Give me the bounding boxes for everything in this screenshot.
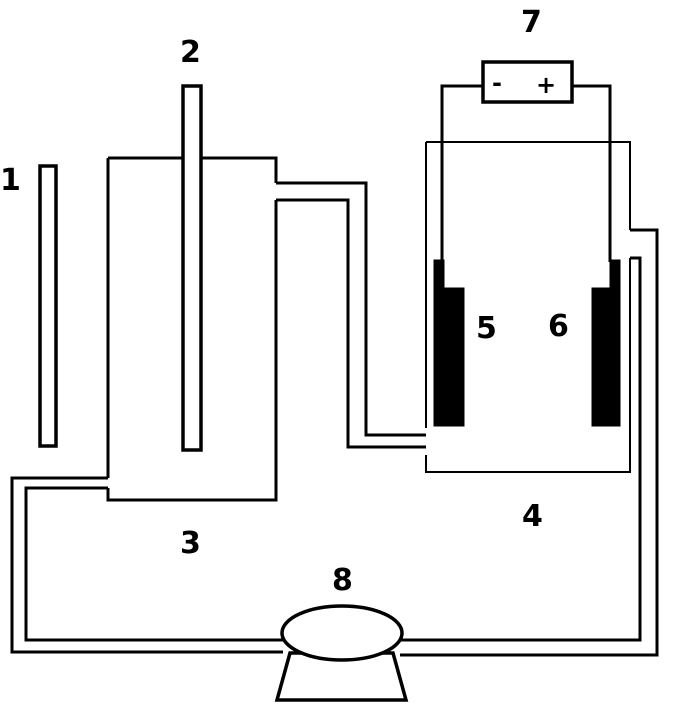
power-wires [440, 84, 612, 262]
rod-2 [181, 84, 203, 452]
return-pipe [10, 228, 659, 657]
label-1: 1 [0, 163, 21, 198]
pump-8 [274, 604, 409, 702]
label-6: 6 [548, 309, 569, 344]
electrode-6-stub [609, 259, 621, 291]
vessel-3 [106, 156, 278, 502]
electrode-5-stub [433, 259, 445, 291]
power-negative-sign: - [492, 69, 502, 97]
label-5: 5 [476, 311, 497, 346]
electrode-5 [433, 287, 465, 427]
label-8: 8 [332, 563, 353, 598]
rod-1 [38, 164, 58, 448]
electrode-6 [591, 287, 621, 427]
power-supply-7 [481, 60, 574, 104]
label-7: 7 [521, 5, 542, 40]
power-positive-sign: + [536, 71, 556, 99]
cell-4 [425, 141, 631, 473]
label-3: 3 [180, 526, 201, 561]
label-4: 4 [522, 499, 543, 534]
label-2: 2 [180, 35, 201, 70]
pipe-vessel-to-cell [276, 181, 426, 449]
